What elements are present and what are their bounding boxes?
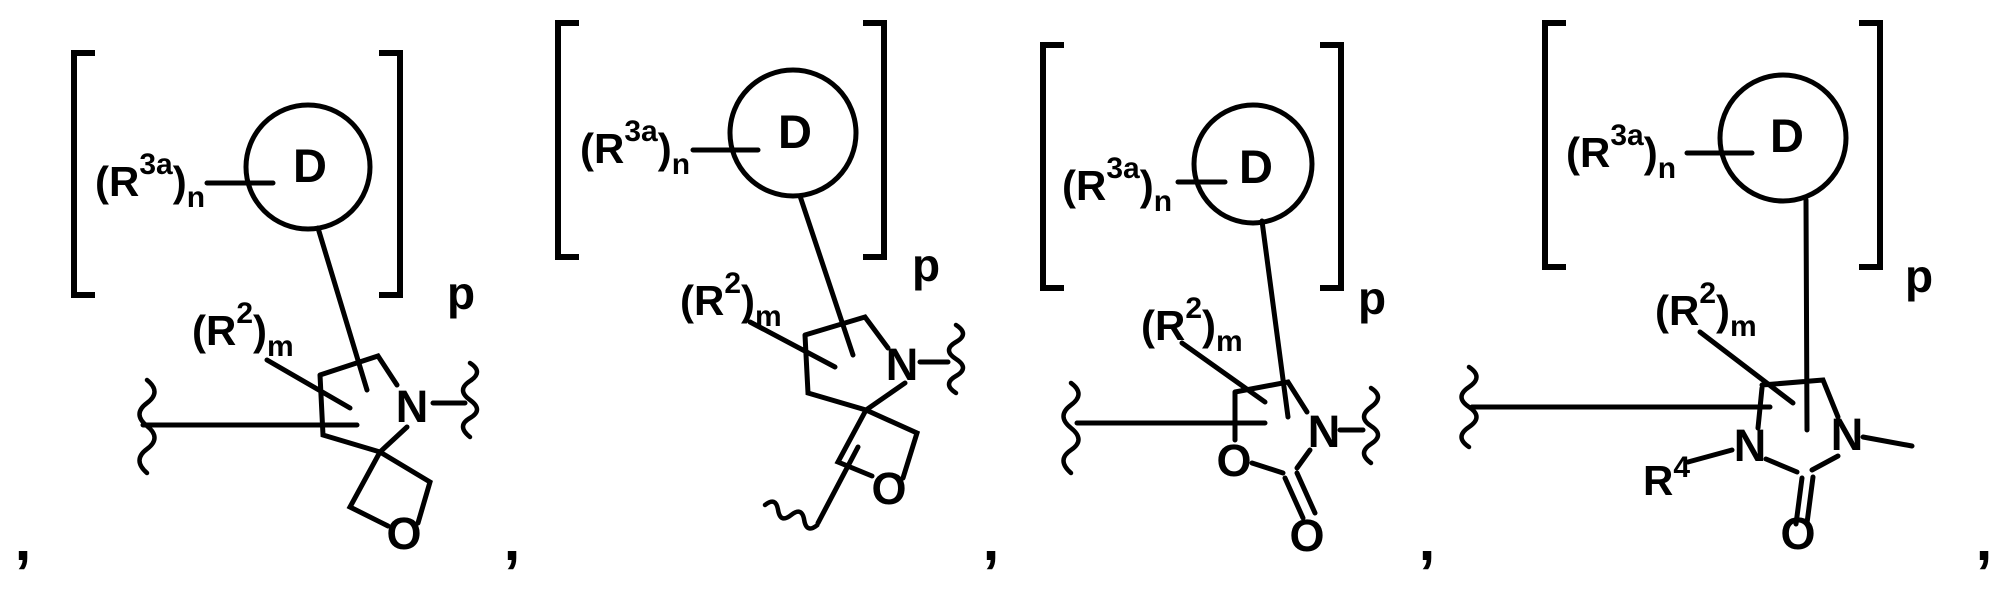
attachment-squiggle-bottom bbox=[762, 499, 820, 531]
r2-sub: m bbox=[1216, 325, 1243, 358]
bracket-right bbox=[1320, 42, 1344, 291]
d-group-label: D bbox=[1770, 109, 1804, 162]
bond-lines bbox=[1469, 150, 1915, 527]
r3a-open: (R bbox=[95, 158, 139, 205]
d-group-label: D bbox=[293, 139, 327, 192]
d-ring-circle bbox=[1717, 72, 1849, 204]
separator-comma: , bbox=[1419, 506, 1436, 573]
bracket-right bbox=[863, 20, 887, 260]
d-group-label: D bbox=[1239, 140, 1273, 193]
d-ring-circle bbox=[243, 102, 373, 232]
r2-open: (R bbox=[192, 307, 236, 354]
r2-open: (R bbox=[1141, 302, 1185, 349]
r2-sup: 2 bbox=[1185, 292, 1202, 325]
bond-lines bbox=[140, 180, 468, 529]
attachment-squiggle-left bbox=[1061, 380, 1081, 476]
d-group-label: D bbox=[778, 105, 812, 158]
r3a-sup: 3a bbox=[1610, 119, 1644, 152]
ring-nitrogen-label: N bbox=[1308, 406, 1341, 457]
r2-sub: m bbox=[267, 330, 294, 363]
r3a-sup: 3a bbox=[1106, 152, 1140, 185]
structure-2: (R3a)n D p (R2)m N O , bbox=[555, 20, 1000, 573]
r3a-close: ) bbox=[1140, 162, 1154, 209]
r2-substituent-label: (R2)m bbox=[1655, 277, 1757, 343]
attachment-squiggle-left bbox=[1459, 364, 1479, 450]
r4-sup: 4 bbox=[1673, 451, 1690, 484]
r2-substituent-label: (R2)m bbox=[192, 297, 294, 363]
r4-base: R bbox=[1643, 457, 1673, 504]
d-ring-circle bbox=[727, 67, 859, 199]
attachment-squiggle-right bbox=[946, 322, 966, 396]
r3a-substituent-label: (R3a)n bbox=[580, 115, 690, 181]
bracket-left bbox=[1542, 20, 1566, 270]
structure-1: (R3a)n D p (R2)m N O , bbox=[71, 50, 521, 573]
bracket-left bbox=[555, 20, 579, 260]
ring-nitrogen-3-label: N bbox=[1831, 409, 1864, 460]
d-ring-circle bbox=[1191, 102, 1315, 226]
r2-close: ) bbox=[1716, 287, 1730, 334]
attachment-squiggle-left bbox=[137, 377, 157, 476]
r3a-sup: 3a bbox=[139, 148, 173, 181]
r2-open: (R bbox=[1655, 287, 1699, 334]
r3a-sup: 3a bbox=[624, 115, 658, 148]
r3a-sub: n bbox=[672, 148, 690, 181]
bracket-subscript-p: p bbox=[912, 239, 940, 291]
bond-lines bbox=[690, 147, 951, 526]
r2-sub: m bbox=[1730, 310, 1757, 343]
r2-close: ) bbox=[1202, 302, 1216, 349]
bracket-left bbox=[1040, 42, 1064, 291]
oxetane-oxygen-label: O bbox=[871, 463, 906, 514]
bracket-right bbox=[379, 50, 403, 298]
r3a-close: ) bbox=[1644, 129, 1658, 176]
ring-nitrogen-label: N bbox=[886, 339, 919, 390]
r3a-close: ) bbox=[173, 158, 187, 205]
r3a-substituent-label: (R3a)n bbox=[1566, 119, 1676, 185]
oxetane-oxygen-label: O bbox=[386, 508, 421, 559]
bracket-left bbox=[71, 50, 95, 298]
attachment-squiggle-right bbox=[1361, 385, 1381, 466]
r2-sup: 2 bbox=[236, 297, 253, 330]
r3a-sub: n bbox=[187, 181, 205, 214]
ring-nitrogen-label: N bbox=[396, 381, 429, 432]
bond-lines bbox=[1074, 179, 1366, 521]
carbonyl-oxygen-label: O bbox=[1289, 510, 1324, 561]
r2-close: ) bbox=[741, 277, 755, 324]
separator-comma: , bbox=[504, 506, 521, 573]
structure-4: (R3a)n D p (R2)m R4 N N O , bbox=[1459, 20, 1993, 573]
separator-comma: , bbox=[983, 506, 1000, 573]
r3a-substituent-label: (R3a)n bbox=[1062, 152, 1172, 218]
r3a-open: (R bbox=[580, 125, 624, 172]
bracket-right bbox=[1859, 20, 1883, 270]
r3a-substituent-label: (R3a)n bbox=[95, 148, 205, 214]
r2-open: (R bbox=[680, 277, 724, 324]
r3a-close: ) bbox=[658, 125, 672, 172]
r3a-open: (R bbox=[1062, 162, 1106, 209]
ring-oxygen-label: O bbox=[1216, 435, 1251, 486]
attachment-squiggle-right bbox=[460, 360, 480, 440]
r3a-sub: n bbox=[1154, 185, 1172, 218]
r3a-open: (R bbox=[1566, 129, 1610, 176]
r2-substituent-label: (R2)m bbox=[1141, 292, 1243, 358]
r4-substituent-label: R4 bbox=[1643, 451, 1690, 504]
r2-sub: m bbox=[755, 300, 782, 333]
carbonyl-oxygen-label: O bbox=[1780, 508, 1815, 559]
r3a-sub: n bbox=[1658, 152, 1676, 185]
r2-sup: 2 bbox=[1699, 277, 1716, 310]
bracket-subscript-p: p bbox=[1358, 272, 1386, 324]
bracket-subscript-p: p bbox=[1905, 250, 1933, 302]
r2-substituent-label: (R2)m bbox=[680, 267, 782, 333]
separator-comma: , bbox=[15, 506, 32, 573]
r2-sup: 2 bbox=[724, 267, 741, 300]
bracket-subscript-p: p bbox=[447, 267, 475, 319]
separator-comma: , bbox=[1976, 506, 1993, 573]
structure-3: (R3a)n D p (R2)m N O O , bbox=[1040, 42, 1436, 573]
r2-close: ) bbox=[253, 307, 267, 354]
ring-nitrogen-1-label: N bbox=[1734, 420, 1767, 471]
